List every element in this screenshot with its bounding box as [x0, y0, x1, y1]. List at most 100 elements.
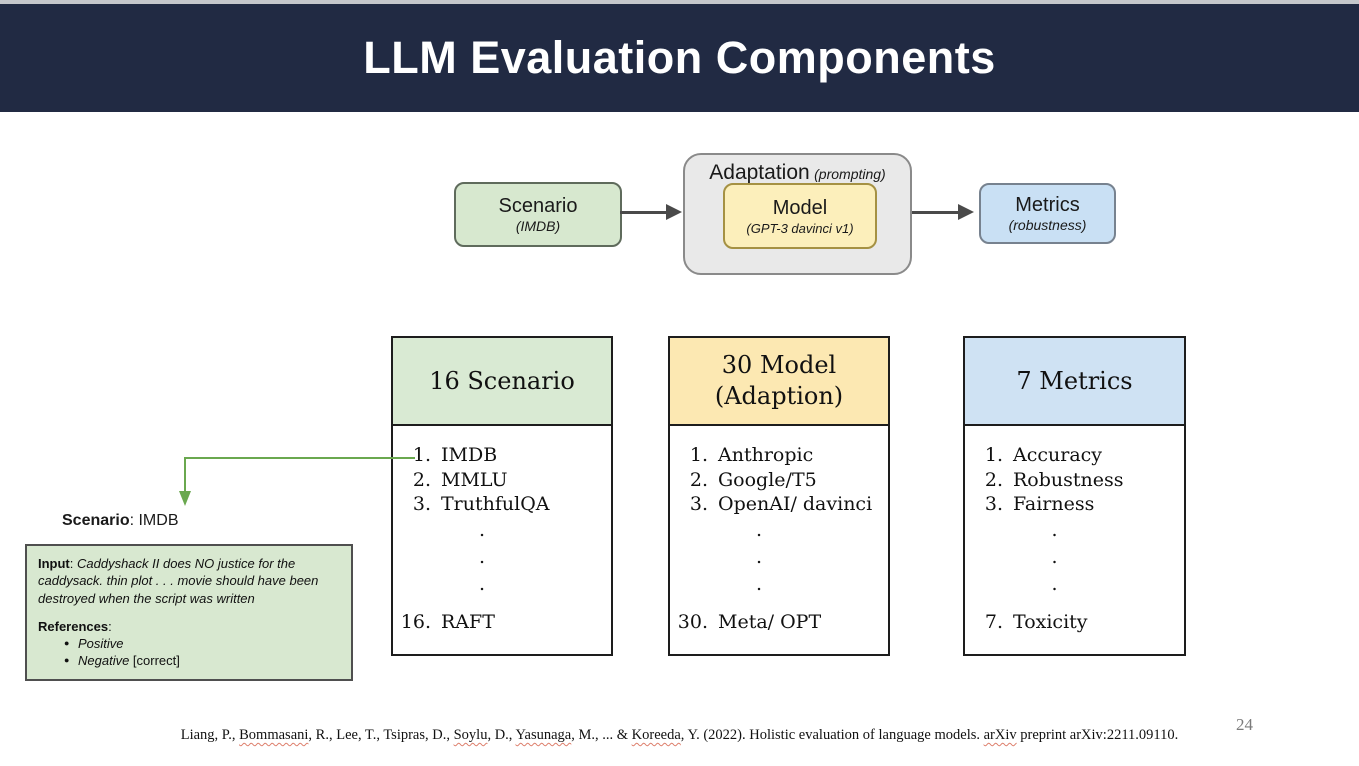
model-column-header: 30 Model (Adaption)	[670, 338, 888, 426]
flow-box-scenario: Scenario (IMDB)	[454, 182, 622, 247]
item-label: Meta/ OPT	[718, 610, 822, 633]
title-bar: LLM Evaluation Components	[0, 4, 1359, 112]
scenario-column: 16 Scenario 1. IMDB 2. MMLU 3. TruthfulQ…	[391, 336, 613, 656]
item-number: 3.	[412, 493, 431, 515]
ellipsis-dots: . . .	[965, 517, 1184, 598]
dot: .	[755, 572, 763, 595]
scenario-column-header: 16 Scenario	[393, 338, 611, 426]
dot: .	[1051, 572, 1058, 595]
item-number: 3.	[984, 493, 1003, 515]
list-item: 1. Anthropic	[670, 443, 888, 468]
item-label: Robustness	[1013, 468, 1124, 491]
scenario-example-box: Input: Caddyshack II does NO justice for…	[25, 544, 353, 681]
reference-option-italic: Positive	[78, 636, 124, 652]
item-number: 2.	[689, 468, 708, 491]
adaptation-label: Adaptation	[709, 161, 810, 184]
scenario-column-title: 16 Scenario	[429, 366, 575, 395]
citation-text-misspelled: Koreeda	[631, 727, 681, 743]
ellipsis-dots: . . .	[670, 517, 888, 598]
dot: .	[478, 572, 486, 595]
list-item: 16. RAFT	[393, 610, 611, 635]
ellipsis-dots: . . .	[393, 517, 611, 598]
references-colon: :	[108, 618, 112, 634]
dot: .	[755, 518, 763, 541]
citation: Liang, P., Bommasani, R., Lee, T., Tsipr…	[0, 727, 1359, 744]
dot: .	[478, 518, 486, 541]
scenario-example-heading-rest: : IMDB	[129, 512, 179, 529]
model-sub: (GPT-3 davinci v1)	[746, 220, 854, 236]
model-column-body: 1. Anthropic 2. Google/T5 3. OpenAI/ dav…	[670, 426, 888, 634]
adaptation-sub: (prompting)	[814, 166, 886, 182]
scenario-sub: (IMDB)	[515, 218, 561, 234]
citation-text: , M., ... &	[571, 727, 632, 743]
citation-text: , R., Lee, T., Tsipras, D.,	[308, 727, 454, 743]
adaptation-title-row: Adaptation (prompting)	[709, 160, 885, 186]
model-column: 30 Model (Adaption) 1. Anthropic 2. Goog…	[668, 336, 890, 656]
references-label: References	[38, 618, 109, 634]
model-column-title-2: (Adaption)	[714, 382, 844, 410]
model-label: Model	[772, 196, 828, 219]
reference-option: Positive	[78, 635, 124, 652]
reference-bullet-item: ● Negative [correct]	[64, 652, 340, 669]
item-label: IMDB	[441, 444, 498, 466]
page-number: 24	[1236, 715, 1253, 734]
list-item: 3. OpenAI/ davinci	[670, 492, 888, 517]
list-item: 3. TruthfulQA	[393, 492, 611, 517]
item-label: Toxicity	[1013, 610, 1088, 633]
reference-option-rest: [correct]	[129, 653, 180, 669]
citation-text: Liang, P.,	[180, 727, 240, 743]
flow-box-model: Model (GPT-3 davinci v1)	[723, 183, 877, 249]
flow-arrow-2	[912, 211, 958, 214]
scenario-column-body: 1. IMDB 2. MMLU 3. TruthfulQA . . . 16. …	[393, 426, 611, 634]
dot: .	[478, 545, 486, 568]
item-label: Anthropic	[718, 444, 814, 466]
bullet-icon: ●	[64, 655, 70, 666]
metrics-column-title: 7 Metrics	[1016, 366, 1133, 395]
metrics-column-body: 1. Accuracy 2. Robustness 3. Fairness . …	[965, 426, 1184, 634]
dot: .	[1051, 545, 1058, 568]
item-label: OpenAI/ davinci	[718, 493, 873, 515]
item-label: RAFT	[441, 610, 495, 633]
list-item: 7. Toxicity	[965, 610, 1184, 635]
item-number: 2.	[984, 468, 1003, 491]
dot: .	[1051, 518, 1058, 541]
list-item: 2. Robustness	[965, 468, 1184, 493]
model-column-title: 30 Model	[721, 351, 837, 379]
item-number: 30.	[677, 610, 708, 633]
citation-text-misspelled: Soylu	[453, 727, 488, 743]
citation-text: , Y. (2022). Holistic evaluation of lang…	[680, 727, 984, 743]
scenario-label: Scenario	[498, 195, 578, 217]
metrics-label: Metrics	[1015, 194, 1080, 216]
item-number: 3.	[689, 493, 708, 515]
flow-arrow-1	[620, 211, 666, 214]
reference-bullet-item: ● Positive	[64, 635, 340, 652]
input-text: Caddyshack II does NO justice for the ca…	[38, 556, 319, 606]
reference-option: Negative [correct]	[78, 652, 180, 669]
list-item: 1. IMDB	[393, 443, 611, 468]
metrics-sub: (robustness)	[1008, 217, 1087, 233]
scenario-example-heading-bold: Scenario	[62, 512, 130, 529]
example-input-line: Input: Caddyshack II does NO justice for…	[38, 555, 340, 607]
input-label: Input	[38, 556, 70, 571]
bullet-icon: ●	[64, 638, 70, 649]
metrics-column: 7 Metrics 1. Accuracy 2. Robustness 3. F…	[963, 336, 1186, 656]
elbow-arrow-icon	[179, 457, 415, 506]
list-item: 30. Meta/ OPT	[670, 610, 888, 635]
metrics-column-header: 7 Metrics	[965, 338, 1184, 426]
slide-title: LLM Evaluation Components	[363, 32, 996, 83]
item-number: 1.	[412, 444, 431, 466]
item-number: 1.	[689, 444, 708, 466]
citation-text-misspelled: Bommasani	[239, 727, 309, 743]
list-item: 1. Accuracy	[965, 443, 1184, 468]
reference-option-italic: Negative	[78, 653, 130, 669]
flow-arrow-2-head-icon	[958, 204, 974, 220]
flow-arrow-1-head-icon	[666, 204, 682, 220]
item-label: MMLU	[441, 468, 508, 491]
item-number: 1.	[984, 444, 1003, 466]
item-number: 2.	[412, 468, 431, 491]
item-number: 7.	[984, 610, 1003, 633]
item-label: Fairness	[1013, 493, 1095, 515]
references-line: References:	[38, 618, 340, 635]
flow-box-metrics: Metrics (robustness)	[979, 183, 1116, 244]
citation-text-misspelled: Yasunaga	[515, 727, 572, 743]
